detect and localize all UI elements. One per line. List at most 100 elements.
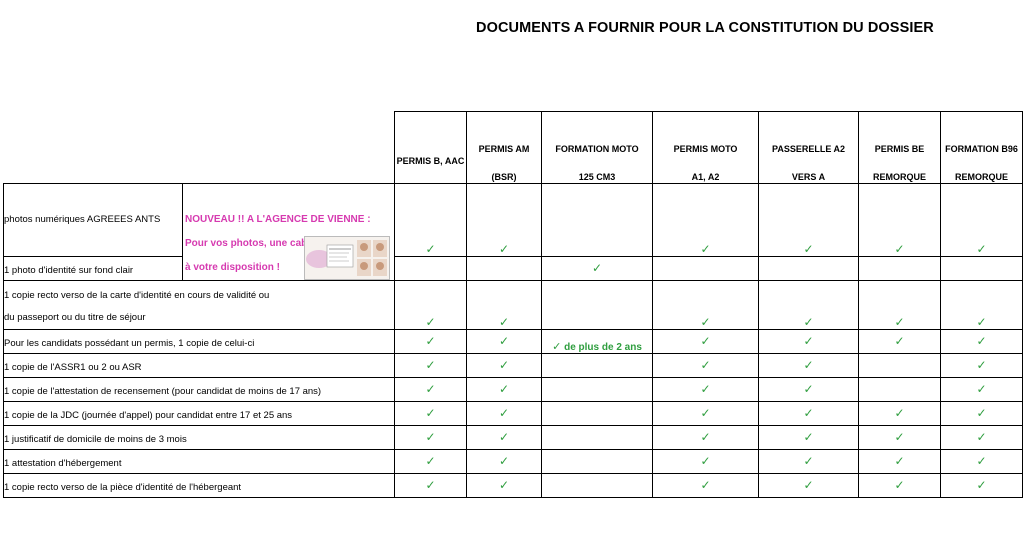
check-cell: ✓: [652, 183, 759, 257]
check-cell: ✓: [466, 473, 542, 498]
table-row: 1 justificatif de domicile de moins de 3…: [3, 425, 1023, 450]
check-cell: ✓: [394, 401, 467, 426]
checkmark-icon: ✓: [498, 242, 510, 256]
empty-cell: [541, 377, 653, 402]
empty-cell: [541, 183, 653, 257]
checkmark-icon: ✓: [700, 454, 711, 468]
promo-cell: NOUVEAU !! A L'AGENCE DE VIENNE : Pour v…: [182, 183, 395, 281]
checkmark-icon: ✓: [976, 242, 987, 256]
check-cell: ✓: [394, 280, 467, 330]
check-cell: ✓: [940, 329, 1023, 354]
checkmark-icon: ✓: [894, 242, 905, 256]
checkmark-icon: ✓: [498, 454, 510, 468]
checkmark-icon: ✓: [976, 454, 987, 468]
table-row: 1 attestation d'hébergement✓✓✓✓✓✓: [3, 449, 1023, 474]
col-header-permis-am: PERMIS AM(BSR): [466, 111, 542, 184]
checkmark-icon: ✓: [700, 478, 711, 492]
row-label: 1 justificatif de domicile de moins de 3…: [3, 425, 395, 450]
note-text: de plus de 2 ans: [564, 342, 642, 353]
row-label: Pour les candidats possédant un permis, …: [3, 329, 395, 354]
empty-cell: [541, 280, 653, 330]
checkmark-icon: ✓: [552, 341, 562, 353]
check-cell: ✓: [940, 425, 1023, 450]
check-cell: ✓: [394, 329, 467, 354]
row-label: 1 copie de la JDC (journée d'appel) pour…: [3, 401, 395, 426]
check-cell: ✓: [466, 377, 542, 402]
empty-cell: [394, 256, 467, 281]
empty-cell: [652, 256, 759, 281]
checkmark-icon: ✓: [498, 382, 510, 396]
check-cell: ✓: [940, 280, 1023, 330]
checkmark-icon: ✓: [894, 430, 905, 444]
checkmark-icon: ✓: [976, 315, 987, 329]
checkmark-icon: ✓: [700, 334, 711, 348]
checkmark-icon: ✓: [976, 334, 987, 348]
checkmark-icon: ✓: [425, 334, 436, 348]
page-title: DOCUMENTS A FOURNIR POUR LA CONSTITUTION…: [476, 20, 934, 36]
check-cell: ✓: [758, 425, 859, 450]
checkmark-icon: ✓: [894, 478, 905, 492]
checkmark-icon: ✓: [498, 406, 510, 420]
check-cell: ✓: [652, 353, 759, 378]
promo-line: NOUVEAU !! A L'AGENCE DE VIENNE :: [185, 214, 371, 225]
empty-cell: [541, 425, 653, 450]
checkmark-icon: ✓: [700, 242, 711, 256]
checkmark-icon: ✓: [700, 315, 711, 329]
check-cell: ✓: [858, 425, 941, 450]
check-cell: ✓: [858, 329, 941, 354]
table-row: 1 copie de l'attestation de recensement …: [3, 377, 1023, 402]
check-cell: ✓: [394, 183, 467, 257]
checkmark-icon: ✓: [425, 242, 436, 256]
checkmark-icon: ✓: [425, 430, 436, 444]
checkmark-icon: ✓: [700, 406, 711, 420]
check-cell: ✓: [940, 183, 1023, 257]
check-cell: ✓: [758, 280, 859, 330]
empty-cell: [858, 377, 941, 402]
checkmark-icon: ✓: [803, 358, 814, 372]
checkmark-icon: ✓: [803, 242, 814, 256]
header-row: PERMIS B, AAC PERMIS AM(BSR) FORMATION M…: [3, 111, 1023, 184]
col-header-permis-b: PERMIS B, AAC: [394, 111, 467, 184]
checkmark-icon: ✓: [425, 358, 436, 372]
checkmark-icon: ✓: [976, 430, 987, 444]
empty-cell: [541, 473, 653, 498]
check-cell: ✓: [758, 183, 859, 257]
checkmark-icon: ✓: [976, 382, 987, 396]
table-row: 1 copie de l'ASSR1 ou 2 ou ASR✓✓✓✓✓: [3, 353, 1023, 378]
check-cell: ✓: [758, 329, 859, 354]
row-label: 1 copie de l'ASSR1 ou 2 ou ASR: [3, 353, 395, 378]
empty-cell: [466, 256, 542, 281]
checkmark-icon: ✓: [894, 454, 905, 468]
checkmark-icon: ✓: [894, 315, 905, 329]
table-row: 1 copie de la JDC (journée d'appel) pour…: [3, 401, 1023, 426]
table-row: 1 copie recto verso de la carte d'identi…: [3, 280, 1023, 330]
check-cell: ✓: [858, 183, 941, 257]
checkmark-icon: ✓: [803, 430, 814, 444]
checkmark-icon: ✓: [700, 430, 711, 444]
check-cell: ✓: [394, 353, 467, 378]
checkmark-icon: ✓: [976, 406, 987, 420]
row-label: 1 attestation d'hébergement: [3, 449, 395, 474]
check-cell: ✓: [940, 401, 1023, 426]
checkmark-icon: ✓: [425, 315, 436, 329]
checkmark-icon: ✓: [976, 358, 987, 372]
checkmark-icon: ✓: [425, 406, 436, 420]
check-cell: ✓: [652, 449, 759, 474]
check-cell: ✓: [541, 256, 653, 281]
checkmark-icon: ✓: [803, 454, 814, 468]
row-label: 1 copie recto verso de la pièce d'identi…: [3, 473, 395, 498]
blank-header-cell: [3, 111, 183, 184]
check-cell: ✓: [858, 473, 941, 498]
check-note-cell: ✓ de plus de 2 ans: [541, 329, 653, 354]
check-cell: ✓: [652, 280, 759, 330]
check-cell: ✓: [758, 449, 859, 474]
empty-cell: [858, 256, 941, 281]
check-cell: ✓: [652, 425, 759, 450]
checkmark-icon: ✓: [700, 382, 711, 396]
check-cell: ✓: [466, 183, 542, 257]
check-cell: ✓: [758, 473, 859, 498]
checkmark-icon: ✓: [803, 382, 814, 396]
